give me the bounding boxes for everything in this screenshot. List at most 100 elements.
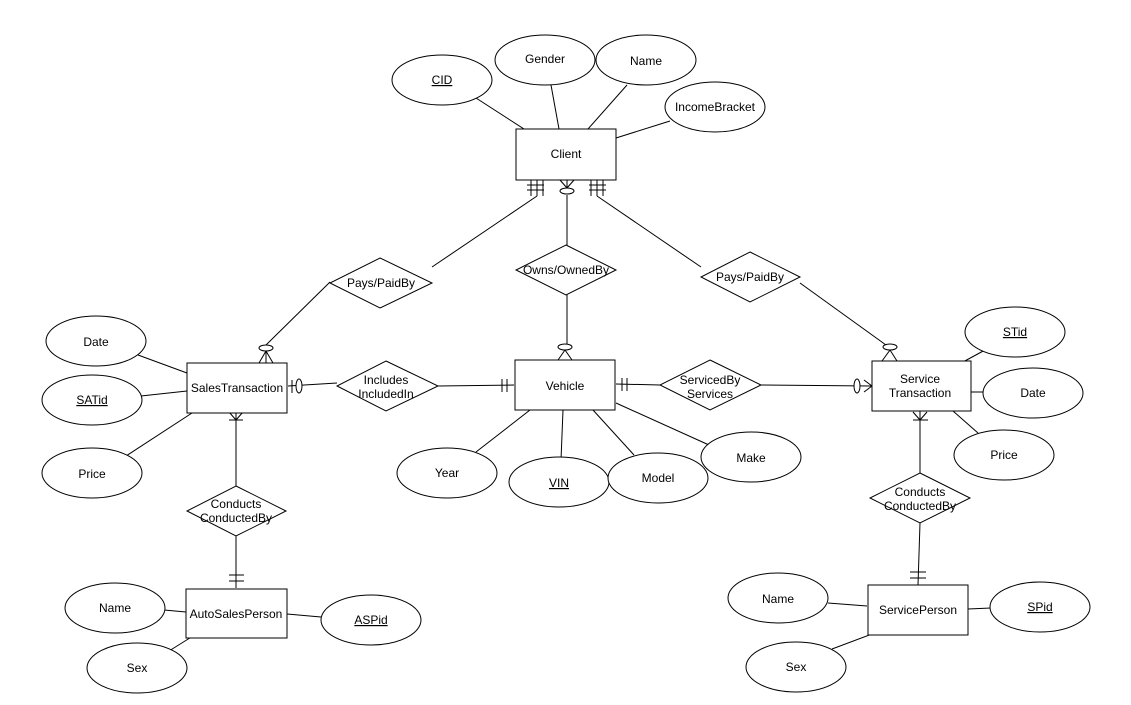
entity-auto-sales-person[interactable]: AutoSalesPerson xyxy=(185,588,288,639)
attribute-st-price-label: Price xyxy=(78,467,106,481)
line-sp-name xyxy=(827,602,868,607)
attribute-client-gender[interactable]: Gender xyxy=(494,34,596,86)
marker-vehicle-right xyxy=(621,378,628,391)
attribute-client-income-bracket[interactable]: IncomeBracket xyxy=(664,81,766,133)
entity-client-label: Client xyxy=(551,147,582,161)
attribute-asp-sex[interactable]: Sex xyxy=(86,642,188,694)
relationship-conducts-right[interactable]: Conducts ConductedBy xyxy=(868,472,972,524)
attribute-vehicle-vin-label: VIN xyxy=(549,476,569,490)
attribute-svt-price-label: Price xyxy=(990,448,1018,462)
line-sp-spid xyxy=(967,607,992,610)
line-client-pays-right xyxy=(596,195,702,268)
relationship-conducts-left-label-1: Conducts xyxy=(211,497,262,511)
attribute-sp-sex[interactable]: Sex xyxy=(745,641,847,693)
entity-vehicle[interactable]: Vehicle xyxy=(514,359,616,411)
line-vehicle-model xyxy=(592,409,635,456)
attribute-vehicle-make[interactable]: Make xyxy=(700,431,802,483)
relationship-conducts-right-label-2: ConductedBy xyxy=(884,499,956,513)
line-pays-right-servicetransaction xyxy=(799,282,887,346)
line-asp-aspid xyxy=(286,613,322,618)
entity-service-transaction-label-1: Service xyxy=(900,372,940,386)
entity-client[interactable]: Client xyxy=(515,128,617,181)
line-svt-stid xyxy=(962,349,986,363)
attribute-st-satid-label: SATid xyxy=(76,393,107,407)
line-conducts-sp xyxy=(917,522,921,586)
relationship-pays-left[interactable]: Pays/PaidBy xyxy=(328,257,434,309)
attribute-client-cid-label: CID xyxy=(432,73,453,87)
line-st-price xyxy=(125,412,193,457)
attribute-client-income-bracket-label: IncomeBracket xyxy=(675,100,756,114)
relationship-pays-left-label: Pays/PaidBy xyxy=(347,276,415,290)
line-client-name xyxy=(587,84,628,130)
line-client-pays-left xyxy=(431,195,538,268)
attribute-vehicle-year[interactable]: Year xyxy=(396,447,498,499)
relationship-serviced-by[interactable]: ServicedBy Services xyxy=(658,359,763,411)
entity-auto-sales-person-label: AutoSalesPerson xyxy=(190,607,283,621)
line-sp-sex xyxy=(831,633,873,650)
cardinality-markers xyxy=(228,179,928,582)
line-vehicle-make xyxy=(615,402,710,446)
relationship-pays-right[interactable]: Pays/PaidBy xyxy=(699,251,802,303)
attribute-vehicle-make-label: Make xyxy=(736,451,766,465)
relationship-serviced-by-label-1: ServicedBy xyxy=(680,373,741,387)
relationship-conducts-left[interactable]: Conducts ConductedBy xyxy=(185,485,288,537)
marker-st-right xyxy=(291,378,303,394)
marker-st-top-many xyxy=(258,344,274,364)
attribute-svt-price[interactable]: Price xyxy=(953,429,1055,481)
relationship-includes[interactable]: Includes IncludedIn xyxy=(335,360,440,412)
line-vehicle-year xyxy=(475,409,531,453)
line-st-date xyxy=(137,354,188,374)
connector-lines xyxy=(125,84,992,652)
marker-vehicle-top xyxy=(557,343,573,361)
entity-vehicle-label: Vehicle xyxy=(546,379,585,393)
entity-service-person-label: ServicePerson xyxy=(879,603,957,617)
attribute-st-date[interactable]: Date xyxy=(45,315,147,367)
entity-service-transaction[interactable]: Service Transaction xyxy=(871,360,972,412)
attribute-asp-aspid[interactable]: ASPid xyxy=(320,594,422,646)
attribute-st-satid[interactable]: SATid xyxy=(41,374,143,426)
line-vehicle-vin xyxy=(560,409,564,461)
attribute-sp-name[interactable]: Name xyxy=(727,572,829,624)
attribute-sp-spid[interactable]: SPid xyxy=(989,581,1091,633)
attribute-st-date-label: Date xyxy=(83,335,109,349)
attribute-vehicle-model[interactable]: Model xyxy=(607,452,709,504)
relationship-includes-label-1: Includes xyxy=(364,373,409,387)
attribute-client-cid[interactable]: CID xyxy=(391,54,493,106)
line-pays-left-salestransaction xyxy=(265,281,331,346)
relationship-conducts-right-label-1: Conducts xyxy=(895,485,946,499)
attribute-svt-stid[interactable]: STid xyxy=(964,306,1066,358)
marker-asp-top xyxy=(229,574,244,582)
marker-vehicle-left xyxy=(501,379,508,392)
attribute-vehicle-model-label: Model xyxy=(642,471,675,485)
relationship-owns[interactable]: Owns/OwnedBy xyxy=(514,244,618,296)
relationship-conducts-left-label-2: ConductedBy xyxy=(200,511,272,525)
relationship-includes-label-2: IncludedIn xyxy=(358,387,413,401)
line-asp-name xyxy=(163,609,187,613)
attribute-asp-name-label: Name xyxy=(99,601,131,615)
relationship-serviced-by-label-2: Services xyxy=(687,387,733,401)
attribute-asp-aspid-label: ASPid xyxy=(354,613,387,627)
marker-svt-bottom xyxy=(912,411,928,421)
attribute-st-price[interactable]: Price xyxy=(41,447,143,499)
line-client-incomebracket xyxy=(615,120,671,139)
line-st-satid xyxy=(140,390,188,397)
attribute-client-name[interactable]: Name xyxy=(595,34,697,86)
line-svt-price xyxy=(952,410,979,434)
line-vehicle-servicedby xyxy=(615,383,661,386)
attribute-asp-name[interactable]: Name xyxy=(64,582,166,634)
marker-svt-left xyxy=(853,378,873,394)
entity-sales-transaction[interactable]: SalesTransaction xyxy=(186,362,288,414)
relationship-pays-right-label: Pays/PaidBy xyxy=(716,270,784,284)
marker-client-left-one xyxy=(527,180,544,196)
attribute-svt-date[interactable]: Date xyxy=(982,367,1084,419)
line-salestransaction-includes xyxy=(287,382,338,387)
relationship-owns-label: Owns/OwnedBy xyxy=(523,263,609,277)
attribute-svt-date-label: Date xyxy=(1020,386,1046,400)
attribute-vehicle-vin[interactable]: VIN xyxy=(508,456,610,508)
entity-service-person[interactable]: ServicePerson xyxy=(867,584,969,636)
attribute-client-gender-label: Gender xyxy=(525,52,565,66)
marker-svt-top xyxy=(881,343,898,362)
marker-client-center-many xyxy=(559,179,575,195)
attribute-sp-name-label: Name xyxy=(762,592,794,606)
